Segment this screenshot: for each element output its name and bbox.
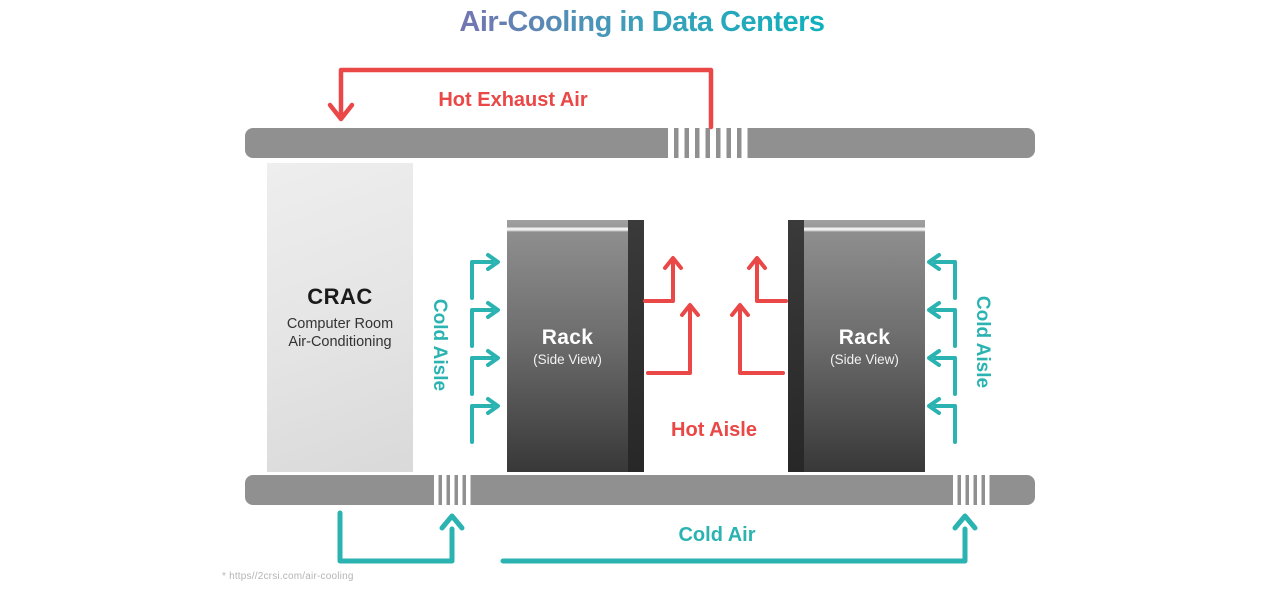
rack-left-back-panel: [628, 220, 644, 472]
hot-aisle-label: Hot Aisle: [671, 419, 757, 441]
cold-arrow-right-2-head-icon: [927, 301, 941, 319]
source-footnote: * https//2crsi.com/air-cooling: [222, 571, 354, 582]
ceiling-vent-grille: [668, 128, 752, 158]
rack-left: Rack (Side View): [507, 220, 628, 472]
hot-arrow-left-large-head-icon: [680, 303, 700, 317]
rack-left-label: Rack: [541, 325, 594, 349]
cold-air-label: Cold Air: [678, 524, 756, 546]
rack-right-back-panel: [788, 220, 804, 472]
rack-right-label: Rack: [838, 325, 891, 349]
cold-arrow-left-4-head-icon: [486, 397, 500, 415]
cold-arrow-left-2-head-icon: [486, 301, 500, 319]
cold-arrow-right-4-head-icon: [927, 397, 941, 415]
rack-right-sublabel: (Side View): [830, 351, 899, 367]
cold-air-path-right-head-icon: [952, 513, 978, 531]
hot-arrow-right-small-head-icon: [747, 256, 767, 270]
cold-aisle-left-label: Cold Aisle: [429, 298, 450, 392]
cold-arrow-left-3-head-icon: [486, 349, 500, 367]
cold-air-supply-arrows: [337, 510, 978, 564]
cold-arrow-left-4: [470, 404, 494, 444]
cold-arrow-right-1: [933, 260, 957, 300]
cold-arrow-left-1: [470, 260, 494, 300]
cold-arrow-right-2: [933, 308, 957, 348]
hot-arrow-left-large: [646, 308, 692, 375]
rack-left-sublabel: (Side View): [533, 351, 602, 367]
page-title: Air-Cooling in Data Centers: [0, 6, 1284, 39]
cold-air-path-left-head-icon: [439, 513, 465, 531]
hot-arrow-right-large-head-icon: [730, 303, 750, 317]
crac-subtitle-line2: Air-Conditioning: [288, 333, 392, 350]
cold-arrow-right-4: [933, 404, 957, 444]
hot-arrow-right-small: [755, 261, 788, 303]
cold-arrow-right-1-head-icon: [927, 253, 941, 271]
floor-vent-grille-left: [434, 475, 474, 505]
rack-right: Rack (Side View): [804, 220, 925, 472]
cold-air-path-left: [337, 510, 455, 564]
crac-name: CRAC: [307, 284, 373, 310]
hot-arrow-left-small: [643, 261, 675, 303]
hot-arrow-left-small-head-icon: [663, 256, 683, 270]
cold-arrow-right-3: [933, 356, 957, 396]
cold-aisle-right-label: Cold Aisle: [972, 295, 993, 389]
hot-exhaust-air-label: Hot Exhaust Air: [438, 89, 588, 111]
cold-arrow-left-3: [470, 356, 494, 396]
cold-arrow-left-1-head-icon: [486, 253, 500, 271]
crac-unit: CRAC Computer Room Air-Conditioning: [267, 163, 413, 472]
raised-floor-bar: [245, 475, 1035, 505]
hot-aisle-arrows: [643, 256, 788, 375]
crac-subtitle-line1: Computer Room: [286, 316, 394, 333]
hot-exhaust-arrowhead-icon: [327, 102, 355, 122]
cold-aisle-arrows-left: [470, 253, 500, 444]
floor-vent-grille-right: [953, 475, 993, 505]
cold-arrow-left-2: [470, 308, 494, 348]
cold-arrow-right-3-head-icon: [927, 349, 941, 367]
hot-arrow-right-large: [738, 308, 785, 375]
cold-aisle-arrows-right: [927, 253, 957, 444]
ceiling-bar: [245, 128, 1035, 158]
